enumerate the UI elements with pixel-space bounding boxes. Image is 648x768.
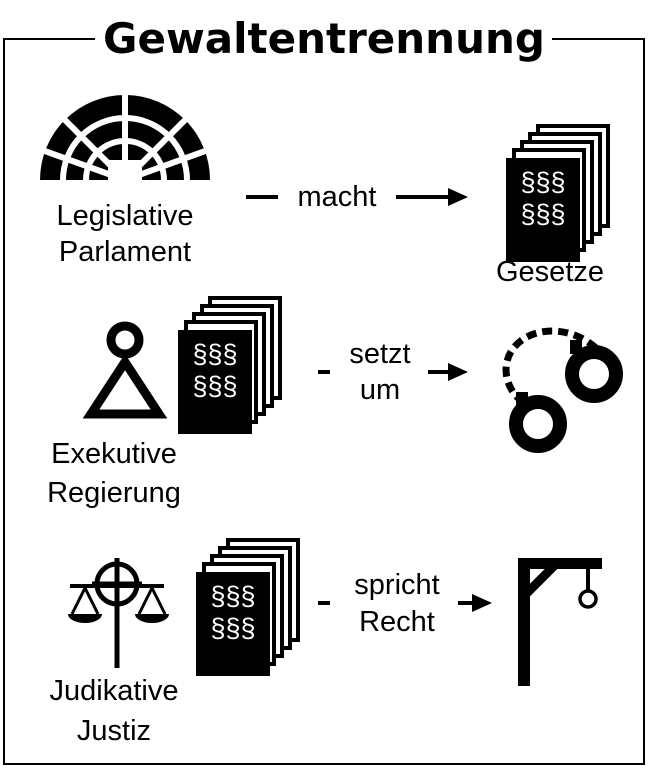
gallows-icon	[518, 558, 602, 686]
branch-label-judikative: Judikative	[49, 675, 179, 707]
book-text: §§§ §§§	[196, 580, 270, 645]
action-label-recht: Recht	[359, 606, 435, 638]
institution-label-parlament: Parlament	[58, 236, 192, 268]
action-label-macht: macht	[297, 181, 377, 213]
action-label-spricht: spricht	[354, 569, 440, 601]
scales-icon	[68, 558, 169, 668]
frame-border	[3, 38, 645, 765]
book-text-line: §§§	[520, 199, 566, 230]
arrow-spricht-recht	[318, 594, 492, 612]
page-title: Gewaltentrennung	[103, 14, 545, 63]
institution-label-regierung: Regierung	[47, 477, 181, 509]
book-text-line: §§§	[210, 613, 256, 644]
book-text-line: §§§	[192, 371, 238, 402]
institution-label-justiz: Justiz	[76, 715, 152, 747]
branch-label-legislative: Legislative	[56, 200, 194, 232]
book-text-line: §§§	[520, 167, 566, 197]
arrow-macht	[246, 188, 468, 206]
branch-label-exekutive: Exekutive	[51, 438, 177, 470]
book-text-line: §§§	[210, 581, 256, 611]
arrow-setzt-um	[318, 363, 468, 381]
book-text: §§§ §§§	[506, 166, 580, 231]
action-label-setzt: setzt	[349, 338, 411, 370]
book-text-line: §§§	[192, 339, 238, 369]
book-text: §§§ §§§	[178, 338, 252, 403]
handcuffs-icon	[502, 327, 623, 453]
parliament-icon	[40, 92, 210, 183]
result-label-gesetze: Gesetze	[496, 256, 604, 288]
action-label-um: um	[359, 374, 401, 406]
person-icon	[82, 321, 168, 419]
